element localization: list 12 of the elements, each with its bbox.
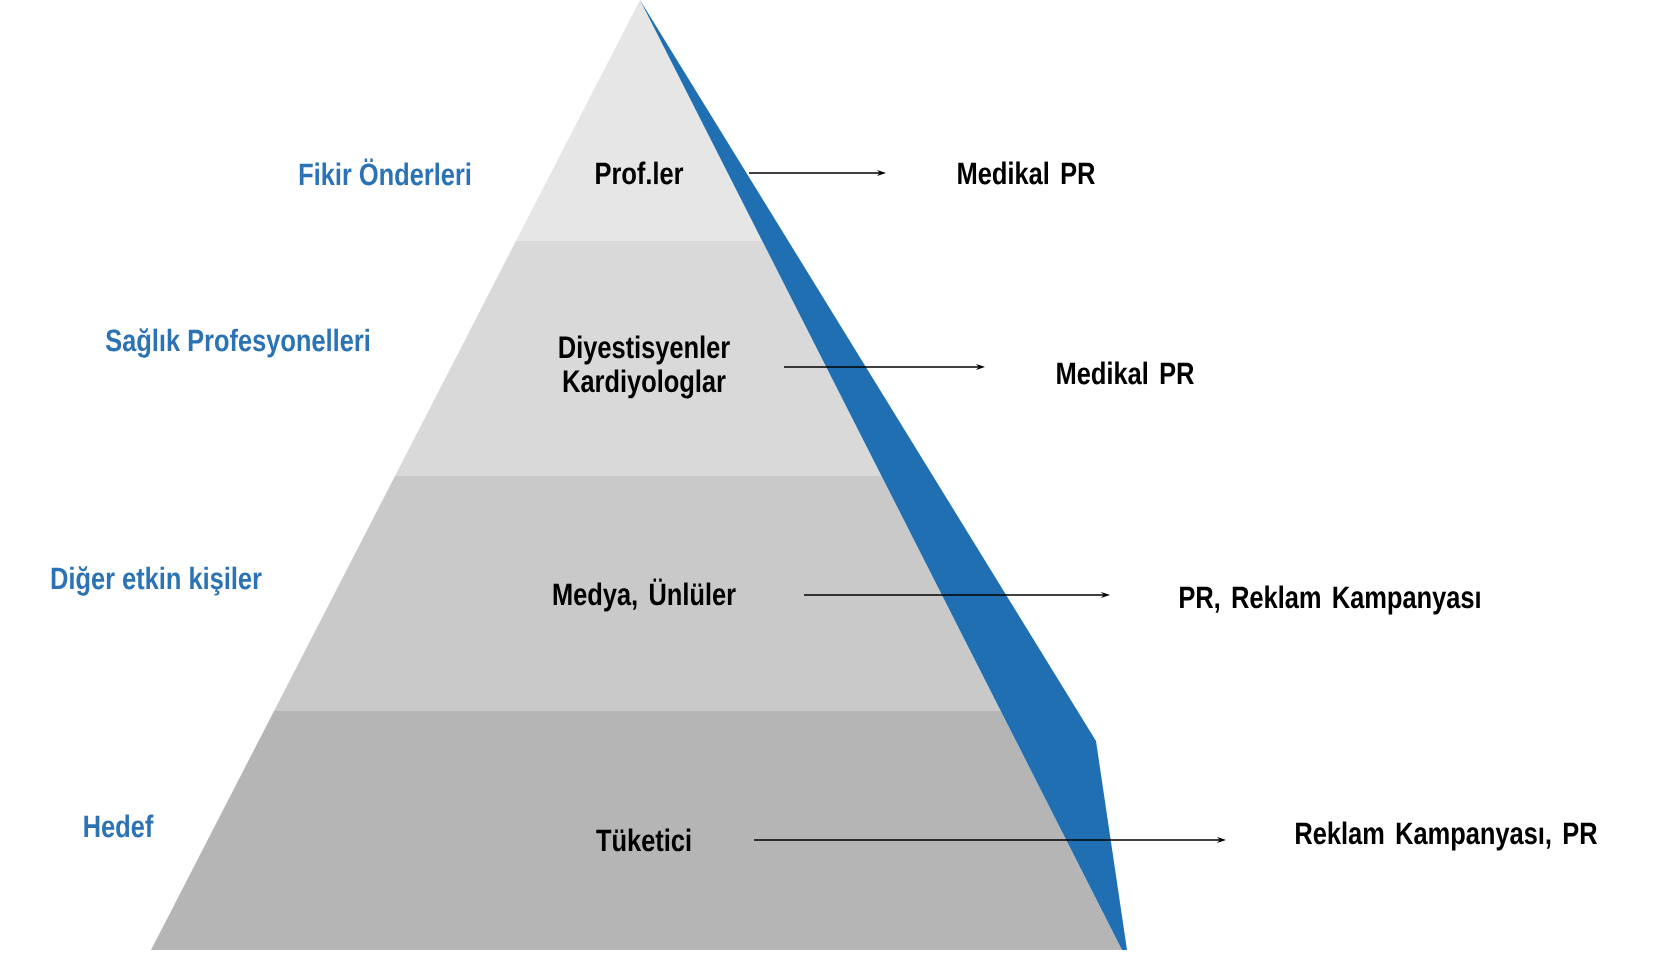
node-text: PR, Reklam Kampanyası xyxy=(1180,585,1480,615)
node-text: Medikal PR xyxy=(958,161,1095,185)
node-text: Reklam Kampanyası, PR xyxy=(1296,821,1598,851)
node-text: Tüketici xyxy=(596,828,691,852)
node-text: Diyestisyenler Kardiyologlar xyxy=(559,335,730,399)
level-label: Sağlık Profesyonelleri xyxy=(105,328,369,358)
level-label: Fikir Önderleri xyxy=(299,158,471,186)
level-label: Diğer etkin kişiler xyxy=(51,566,262,596)
node-text: Medya, Ünlüler xyxy=(553,578,736,612)
node-text: Prof.ler xyxy=(596,161,684,185)
node-text: Medikal PR xyxy=(1057,361,1194,385)
level-label: Hedef xyxy=(84,814,154,838)
